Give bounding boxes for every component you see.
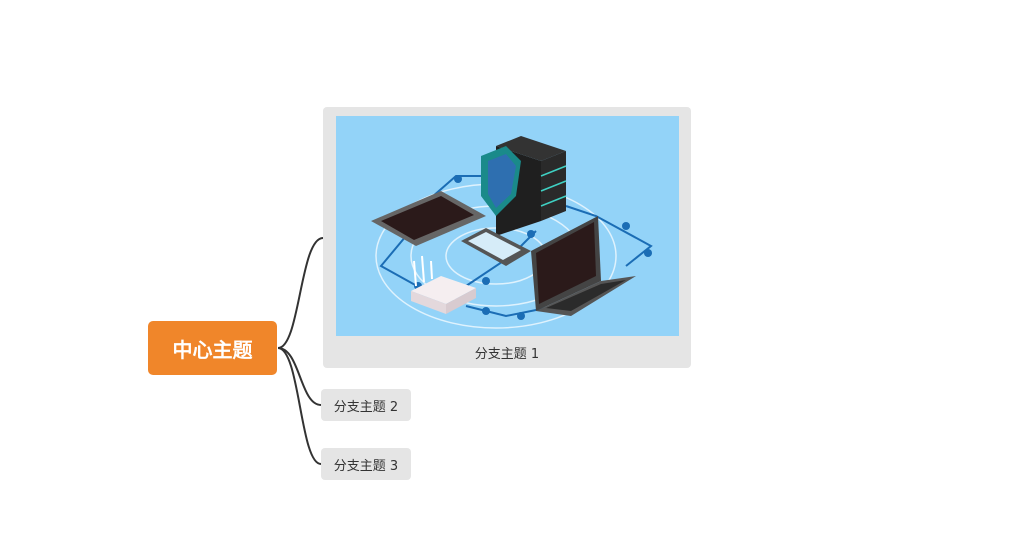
branch-topic-3[interactable]: 分支主题 3: [321, 448, 411, 480]
connector-branch-1: [277, 237, 324, 349]
connector-branch-3: [277, 347, 322, 465]
branch-topic-3-label: 分支主题 3: [333, 458, 399, 474]
connector-branch-2: [277, 347, 322, 406]
branch-topic-2-label: 分支主题 2: [333, 399, 399, 415]
branch-topic-2[interactable]: 分支主题 2: [321, 389, 411, 421]
network-security-illustration-icon: [336, 116, 679, 336]
central-topic-label: 中心主题: [172, 337, 253, 362]
central-topic[interactable]: 中心主题: [148, 321, 277, 375]
branch-topic-1[interactable]: 分支主题 1: [323, 107, 691, 368]
branch-topic-1-label: 分支主题 1: [474, 347, 540, 362]
